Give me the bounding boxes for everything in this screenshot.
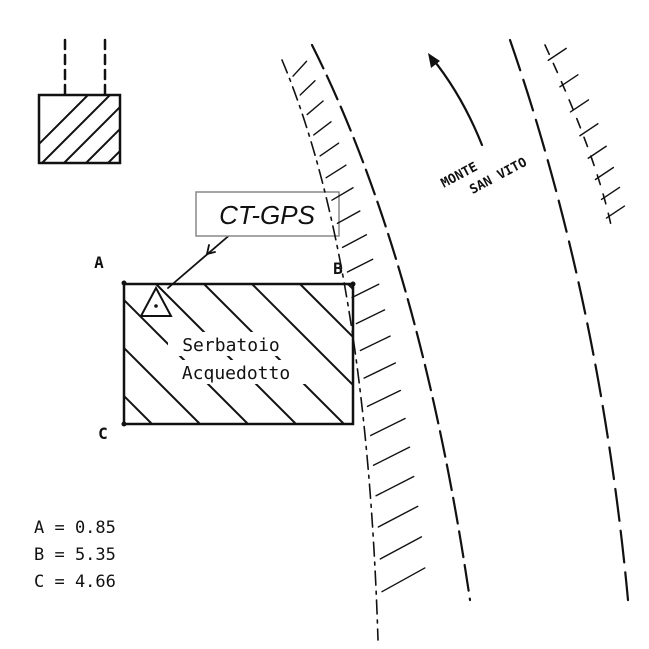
hatch-line <box>39 95 90 146</box>
hatch-line <box>63 105 120 163</box>
small-building <box>37 38 254 165</box>
embankment-tick <box>605 205 626 219</box>
building-label-line2: Acquedotto <box>182 363 290 384</box>
embankment-tick <box>377 505 419 528</box>
distance-list: A = 0.85 B = 5.35 C = 4.66 <box>34 518 116 592</box>
corner-c-point <box>121 421 127 427</box>
station-label: CT-GPS <box>219 200 315 230</box>
embankment-tick <box>346 258 374 273</box>
hatch-line <box>124 298 250 424</box>
hatch-line <box>0 284 18 434</box>
hatch-line <box>130 83 210 163</box>
embankment-tick <box>381 567 426 593</box>
hatch-line <box>0 284 66 434</box>
embankment-tick <box>325 164 347 179</box>
hatch-line <box>492 284 642 434</box>
hatch-line <box>174 83 254 163</box>
road-direction-arrow <box>428 53 484 147</box>
distance-c: C = 4.66 <box>34 572 116 592</box>
hatch-line <box>124 394 154 424</box>
water-tank-building: Serbatoio Acquedotto <box>0 280 649 434</box>
hatch-line <box>124 346 202 424</box>
water-tank-hatch <box>0 284 649 434</box>
hatch-line <box>251 284 353 387</box>
embankment-tick <box>366 389 402 408</box>
hatch-line <box>152 83 232 163</box>
station-label-box: CT-GPS <box>195 191 340 237</box>
embankment-tick <box>336 210 361 225</box>
embankment-tick <box>569 99 590 113</box>
embankment-tick <box>359 335 391 352</box>
embankment-tick <box>369 417 406 437</box>
hatch-line <box>299 284 353 339</box>
road-edge-line <box>281 59 379 641</box>
road-embankment <box>281 38 630 641</box>
hatch-line <box>588 284 649 434</box>
embankment-tick <box>351 283 380 299</box>
distance-a: A = 0.85 <box>34 518 116 538</box>
embankment-tick <box>375 475 415 497</box>
corner-b-point <box>350 281 356 287</box>
hatch-line <box>85 127 120 163</box>
embankment-tick <box>547 47 567 62</box>
hatch-line <box>540 284 649 434</box>
embankment-tick <box>379 536 423 560</box>
distance-b: B = 5.35 <box>34 545 116 565</box>
hatch-line <box>41 95 112 163</box>
embankment-tick <box>363 362 397 379</box>
embankment-tick <box>292 60 308 77</box>
embankment-tick <box>579 123 599 137</box>
small-building-hatch <box>39 83 254 163</box>
embankment-tick <box>319 142 340 157</box>
road-edge-line <box>310 43 472 602</box>
hatch-line <box>396 284 546 434</box>
embankment-tick <box>355 309 386 325</box>
corner-a-label: A <box>94 253 104 272</box>
road-name: MONTE SAN VITO <box>439 155 530 198</box>
embankment-tick <box>372 446 411 466</box>
embankment-tick <box>587 145 607 159</box>
corner-c-label: C <box>98 424 108 443</box>
hatch-line <box>347 284 353 291</box>
corner-b-label: B <box>333 259 343 278</box>
road-edge-line <box>544 44 613 231</box>
hatch-line <box>444 284 594 434</box>
road-label-line2: SAN VITO <box>467 155 529 198</box>
embankment-tick <box>313 121 332 136</box>
road-edge-line <box>508 38 630 602</box>
embankment-tick <box>306 100 324 116</box>
embankment-tick <box>299 80 316 96</box>
hatch-line <box>155 284 298 424</box>
embankment-tick <box>331 187 354 201</box>
embankment-tick <box>594 166 615 181</box>
building-label-line1: Serbatoio <box>182 335 280 356</box>
corner-a-point <box>121 280 127 286</box>
hatch-line <box>0 284 114 434</box>
embankment-tick <box>600 186 621 201</box>
embankment-tick <box>341 234 368 249</box>
embankment-tick <box>559 74 579 88</box>
hatch-line <box>203 284 346 424</box>
station-leader-arrow <box>167 232 233 289</box>
hatch-line <box>636 284 649 434</box>
gps-station-marker <box>139 285 173 317</box>
